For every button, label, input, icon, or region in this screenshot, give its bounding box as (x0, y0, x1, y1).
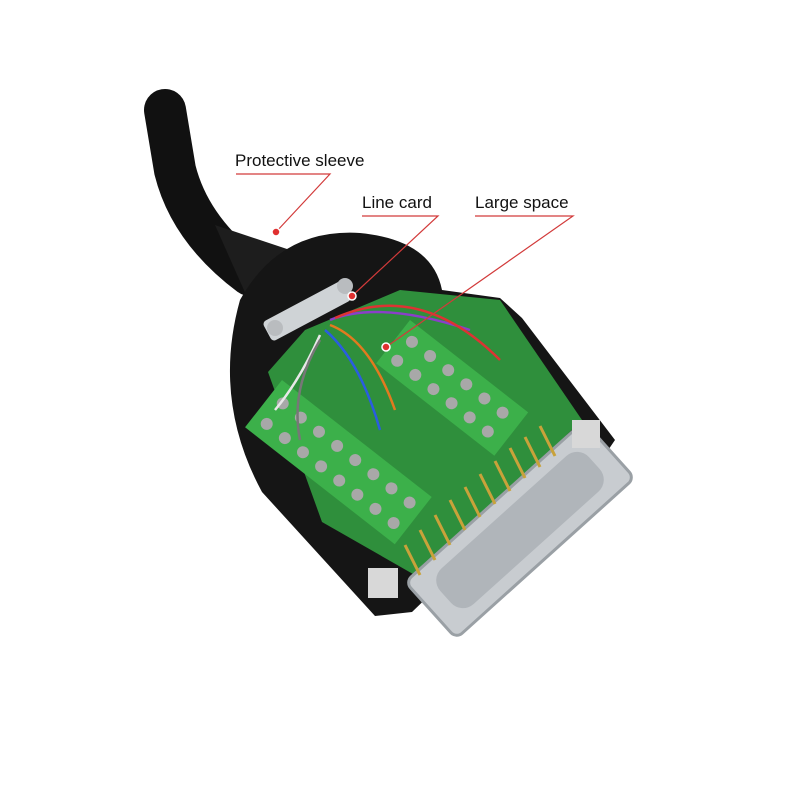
callout-lines (236, 173, 575, 348)
terminal-block-left (245, 380, 432, 545)
clamp-screw (267, 320, 283, 336)
label-large-space: Large space (475, 193, 569, 212)
label-protective-sleeve: Protective sleeve (235, 151, 365, 170)
gold-pins (403, 425, 557, 576)
mount-screw-left (368, 568, 398, 598)
clamp-screw (337, 278, 353, 294)
line-card-clamp (263, 281, 351, 341)
mount-screw-right (572, 420, 600, 448)
callout-dots (271, 227, 391, 352)
label-line-card: Line card (362, 193, 432, 212)
wires (274, 304, 501, 441)
terminal-block-right (376, 320, 529, 456)
